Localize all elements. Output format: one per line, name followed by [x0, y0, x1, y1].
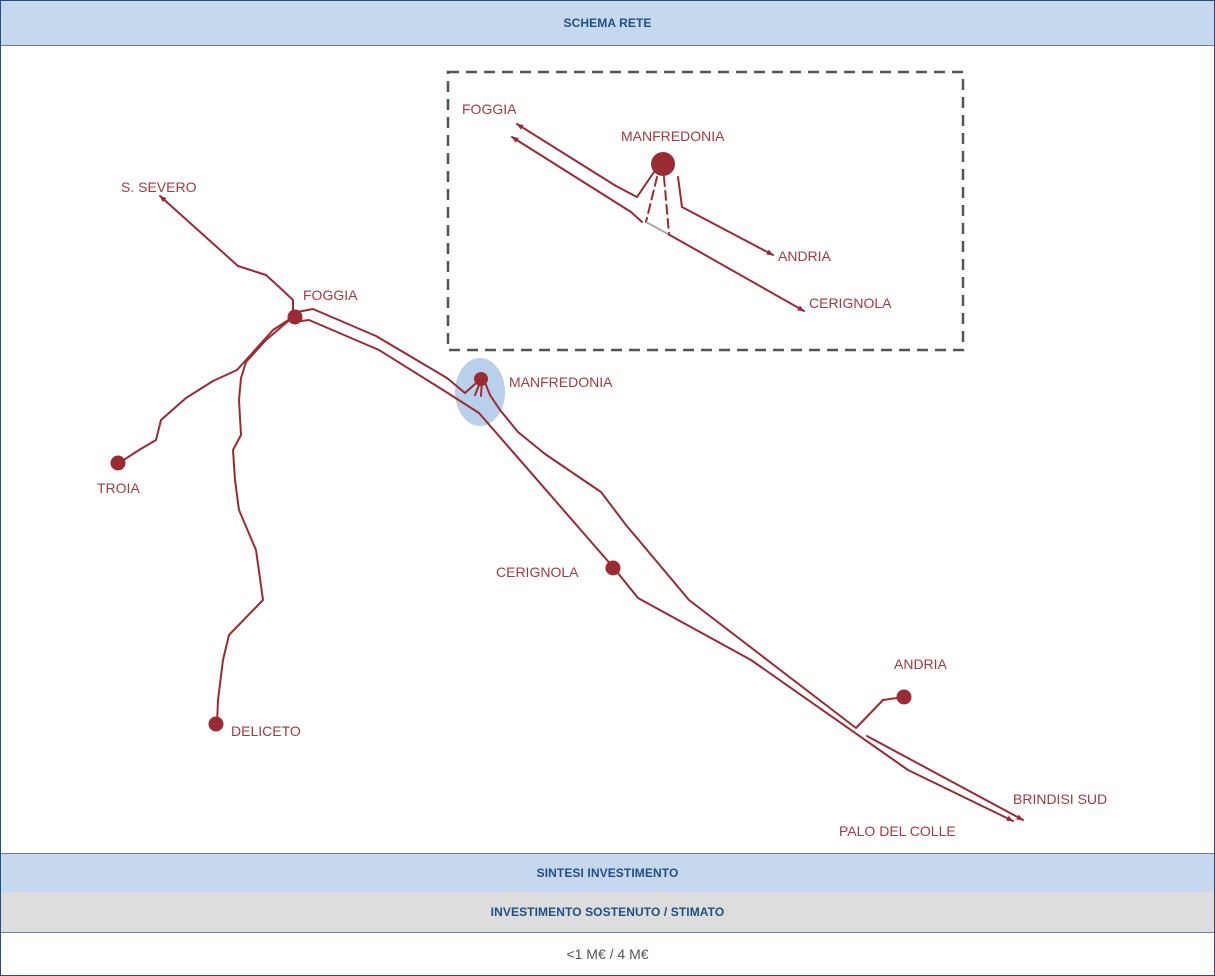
inset-label-foggia: FOGGIA — [462, 101, 517, 117]
node-troia — [110, 455, 126, 471]
line-foggia-deliceto — [216, 316, 294, 724]
label-palo-del-colle: PALO DEL COLLE — [839, 823, 956, 839]
inset-dashed-1 — [645, 176, 658, 223]
inset-dashed-2 — [663, 176, 670, 235]
investimento-header-label: INVESTIMENTO SOSTENUTO / STIMATO — [490, 905, 725, 919]
manfredonia-inset: FOGGIA MANFREDONIA ANDRIA CERIGNOLA — [446, 70, 965, 352]
line-manfredonia-cerignola — [478, 412, 614, 568]
inset-node-manfredonia — [651, 152, 675, 176]
inset-border — [446, 70, 965, 352]
sintesi-investimento-header: SINTESI INVESTIMENTO — [1, 853, 1214, 893]
line-foggia-manfredonia-a — [296, 308, 476, 394]
node-manfredonia — [474, 372, 488, 386]
inset-grey-link — [645, 221, 669, 235]
manfredonia-highlight — [455, 358, 505, 426]
inset-label-cerignola: CERIGNOLA — [809, 295, 892, 311]
inset-line-manfredonia-up — [636, 171, 655, 198]
line-cerignola-palo — [612, 566, 1014, 822]
label-manfredonia: MANFREDONIA — [509, 374, 613, 390]
label-brindisi-sud: BRINDISI SUD — [1013, 791, 1107, 807]
network-diagram: S. SEVERO FOGGIA TROIA DELICETO MANFREDO… — [97, 70, 1107, 839]
label-s-severo: S. SEVERO — [121, 179, 197, 195]
label-deliceto: DELICETO — [231, 723, 301, 739]
node-deliceto — [208, 716, 224, 732]
label-foggia: FOGGIA — [303, 287, 358, 303]
schema-rete-header: SCHEMA RETE — [1, 1, 1214, 46]
label-troia: TROIA — [97, 480, 140, 496]
node-cerignola — [605, 560, 621, 576]
investimento-value-row: <1 M€ / 4 M€ — [1, 933, 1214, 975]
inset-line-foggia-b — [511, 136, 643, 223]
investimento-header: INVESTIMENTO SOSTENUTO / STIMATO — [1, 892, 1214, 933]
label-cerignola: CERIGNOLA — [496, 564, 579, 580]
header-title: SCHEMA RETE — [563, 16, 652, 30]
line-manfredonia-brindisi — [489, 394, 1023, 820]
line-foggia-manfredonia-b — [292, 319, 480, 414]
inset-label-manfredonia: MANFREDONIA — [621, 128, 725, 144]
investimento-value: <1 M€ / 4 M€ — [566, 946, 649, 962]
node-andria — [896, 689, 912, 705]
node-foggia — [287, 309, 303, 325]
inset-label-andria: ANDRIA — [778, 248, 832, 264]
inset-line-cerignola — [667, 233, 805, 312]
inset-line-andria — [677, 176, 774, 256]
inset-line-foggia-a — [516, 123, 638, 198]
line-foggia-s-severo — [159, 195, 294, 318]
sintesi-title: SINTESI INVESTIMENTO — [536, 866, 679, 880]
label-andria: ANDRIA — [894, 656, 948, 672]
line-foggia-troia — [118, 316, 294, 464]
